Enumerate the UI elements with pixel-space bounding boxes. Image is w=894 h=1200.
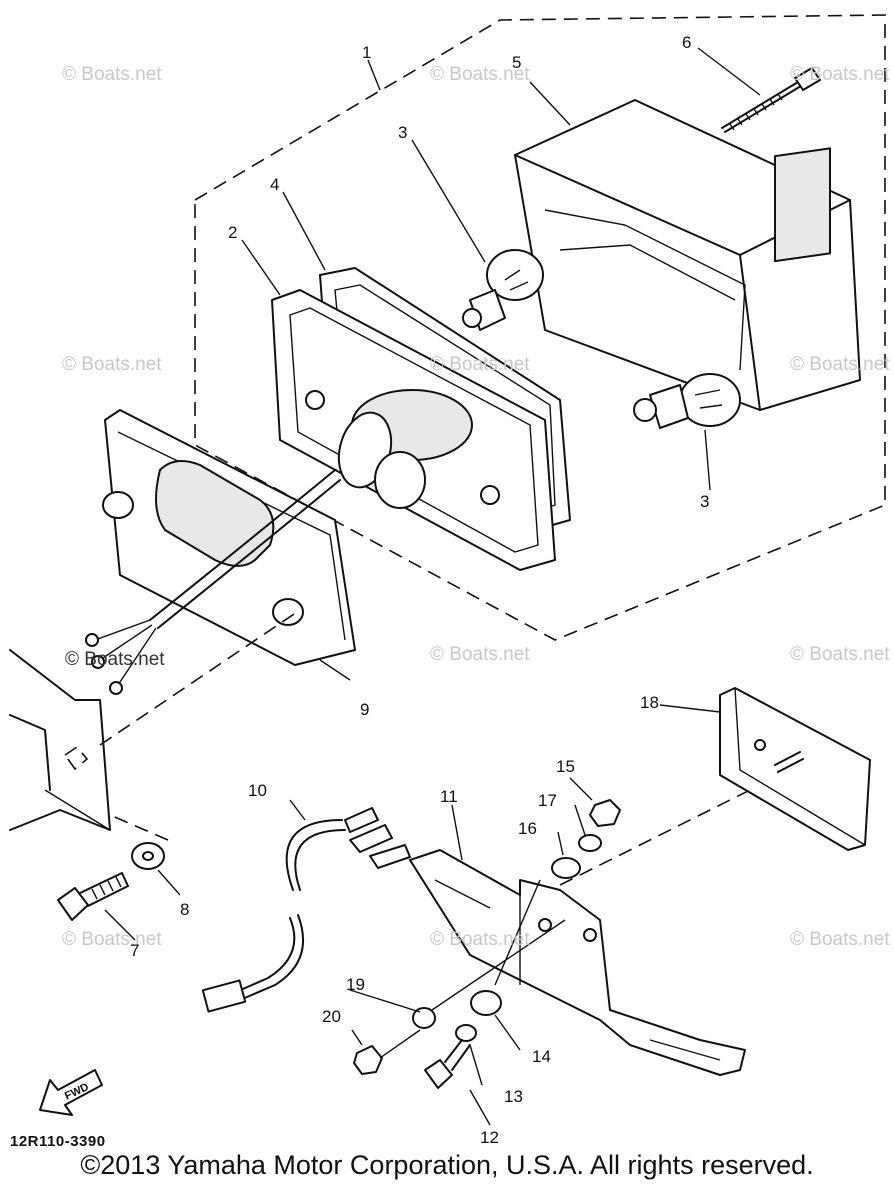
watermark: © Boats.net xyxy=(62,64,162,85)
callout-11: 11 xyxy=(440,787,458,806)
bolt-part-12 xyxy=(424,1059,453,1089)
callout-8: 8 xyxy=(180,900,189,919)
callout-16: 16 xyxy=(518,819,537,838)
reflector-part-18 xyxy=(719,687,871,851)
bolt-part-7 xyxy=(57,872,129,921)
lock-washer-part-17 xyxy=(578,834,602,852)
callout-7: 7 xyxy=(130,941,139,960)
watermark: © Boats.net xyxy=(62,354,162,375)
callout-6: 6 xyxy=(682,33,691,52)
base-plate-part-2 xyxy=(271,289,556,571)
washer-part-8 xyxy=(109,814,169,870)
callout-17: 17 xyxy=(538,791,557,810)
watermark: © Boats.net xyxy=(790,64,890,85)
fender-outline xyxy=(9,609,301,831)
assembly-boundary xyxy=(194,14,886,641)
callout-3-lower: 3 xyxy=(700,492,709,511)
watermark: © Boats.net xyxy=(790,929,890,950)
callout-9: 9 xyxy=(360,700,369,719)
callout-4: 4 xyxy=(270,175,279,194)
watermark: © Boats.net xyxy=(790,354,890,375)
watermark: © Boats.net xyxy=(790,644,890,665)
callout-20: 20 xyxy=(322,1007,341,1026)
bulb-part-3-lower xyxy=(633,373,741,429)
washer-part-14 xyxy=(470,990,502,1016)
diagram-code: 12R110-3390 xyxy=(10,1133,106,1150)
watermark: © Boats.net xyxy=(65,649,165,670)
callout-labels: 1 2 3 3 4 5 6 7 8 9 10 11 12 13 14 15 16… xyxy=(130,33,709,1147)
nut-part-20 xyxy=(353,1045,383,1075)
harness-part-10 xyxy=(201,807,411,1013)
watermark: © Boats.net xyxy=(62,929,162,950)
watermarks: © Boats.net © Boats.net © Boats.net © Bo… xyxy=(62,64,890,950)
washer-part-16 xyxy=(551,857,581,879)
forward-arrow-icon: FWD xyxy=(39,1069,103,1116)
copyright-notice: ©2013 Yamaha Motor Corporation, U.S.A. A… xyxy=(80,1150,814,1180)
callout-2: 2 xyxy=(228,223,237,242)
nut-part-15 xyxy=(589,799,621,827)
hardware xyxy=(353,799,621,1089)
callout-3-upper: 3 xyxy=(398,123,407,142)
watermark: © Boats.net xyxy=(430,929,530,950)
screw-part-6 xyxy=(721,67,821,133)
lock-washer-part-13 xyxy=(455,1024,477,1042)
callout-1: 1 xyxy=(362,43,371,62)
watermark: © Boats.net xyxy=(430,354,530,375)
callout-15: 15 xyxy=(556,757,575,776)
callout-18: 18 xyxy=(640,693,659,712)
frame-part-9 xyxy=(102,409,356,666)
bracket-part-11 xyxy=(409,779,771,1076)
leader-lines xyxy=(104,47,761,1126)
bulb-part-3-upper xyxy=(462,249,544,331)
callout-19: 19 xyxy=(346,975,365,994)
watermark: © Boats.net xyxy=(430,644,530,665)
washer-part-19 xyxy=(412,1007,436,1029)
callout-12: 12 xyxy=(480,1128,499,1147)
lens-housing-part-5 xyxy=(514,99,861,411)
callout-5: 5 xyxy=(512,53,521,72)
callout-10: 10 xyxy=(248,781,267,800)
callout-13: 13 xyxy=(504,1087,523,1106)
frame-wires xyxy=(85,469,341,695)
callout-14: 14 xyxy=(532,1047,551,1066)
watermark: © Boats.net xyxy=(430,64,530,85)
